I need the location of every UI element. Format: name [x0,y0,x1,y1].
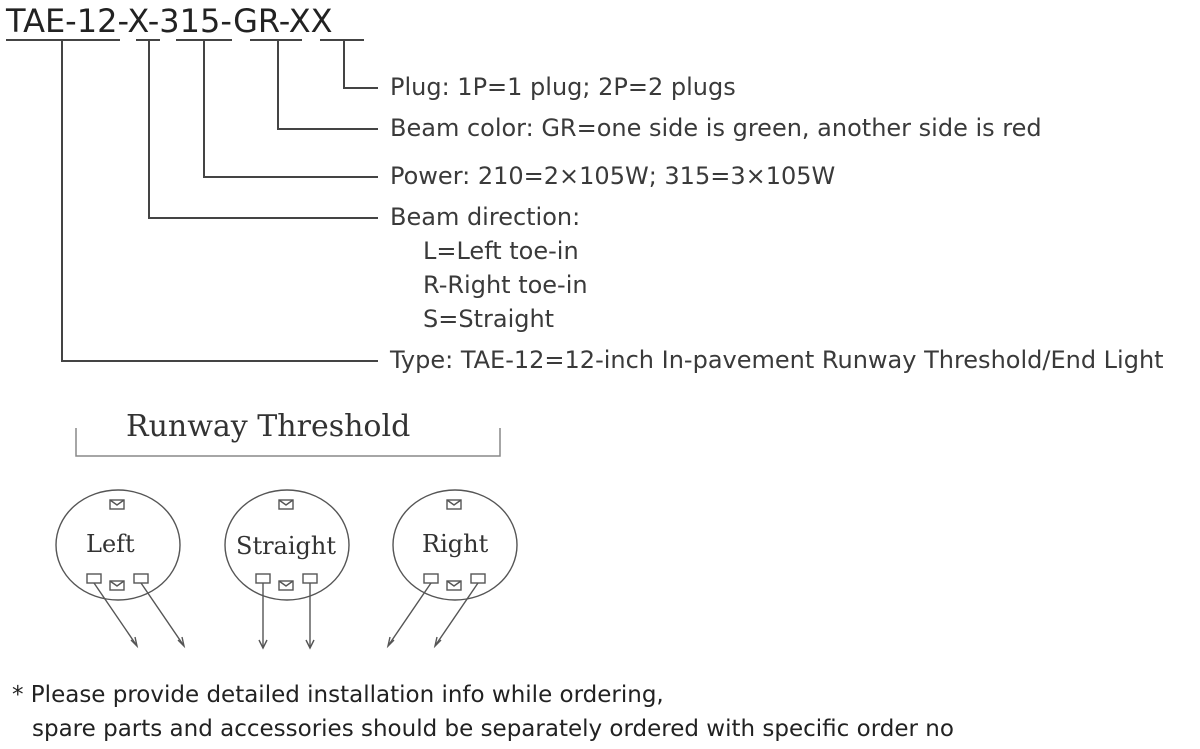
code-plug: XX [288,2,333,40]
leader-beam-direction [148,40,378,219]
legend-dir-left: L=Left toe-in [423,237,579,265]
lamp-straight [224,489,350,650]
leader-power [203,40,378,178]
legend-type: Type: TAE-12=12-inch In-pavement Runway … [390,346,1164,374]
lamp-right [386,489,518,649]
leader-type [61,40,378,362]
code-size: 12 [76,2,118,40]
legend-power: Power: 210=2×105W; 315=3×105W [390,162,836,190]
leader-beam-color [277,40,378,130]
footnote-line-2: spare parts and accessories should be se… [32,716,954,742]
legend-dir-right: R-Right toe-in [423,271,588,299]
footnote-line-1: * Please provide detailed installation i… [12,682,664,708]
code-sep: - [220,2,234,40]
leader-plug [343,40,378,89]
legend-beam-direction: Beam direction: [390,203,581,231]
code-sep: - [278,2,289,40]
code-type: TAE [6,2,66,40]
lamp-label-straight: Straight [236,532,337,560]
code-sep: - [117,2,128,40]
product-code: TAE-12-X-315-GR-XX [6,2,333,40]
legend-beam-color: Beam color: GR=one side is green, anothe… [390,114,1042,142]
section-title: Runway Threshold [126,409,411,444]
lamp-left [55,489,186,649]
code-sep: - [147,2,160,40]
code-beam-color: GR [233,2,279,40]
lamp-label-right: Right [422,530,489,558]
legend-plug: Plug: 1P=1 plug; 2P=2 plugs [390,73,736,101]
section-bracket [75,428,501,457]
code-sep: - [65,2,77,40]
legend-dir-straight: S=Straight [423,305,555,333]
lamp-label-left: Left [86,530,135,558]
code-power: 315 [159,2,221,40]
code-direction: X [127,2,148,40]
